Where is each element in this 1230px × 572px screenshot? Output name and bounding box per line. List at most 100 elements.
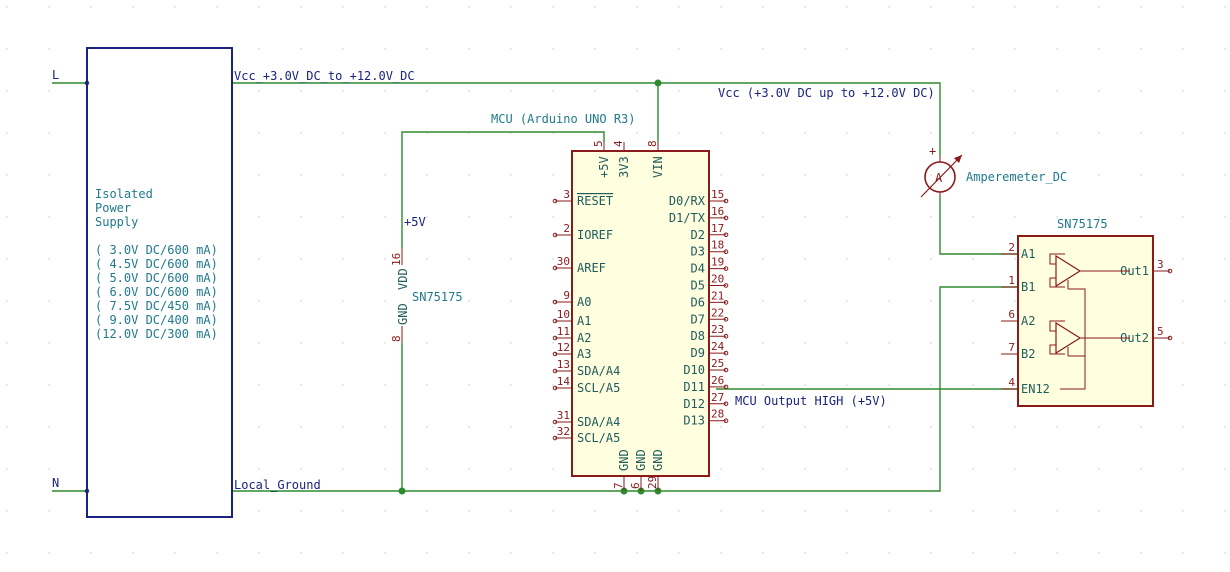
mcu-pin-number: 29 — [646, 476, 659, 489]
grid-dot — [342, 132, 344, 134]
grid-dot — [426, 468, 428, 470]
receiver-2-in-b — [1049, 344, 1065, 355]
pin-l-label: L — [52, 68, 59, 82]
grid-dot — [468, 300, 470, 302]
grid-dot — [468, 216, 470, 218]
mcu-pin-name: D9 — [691, 346, 705, 360]
ammeter: A + Amperemeter_DC — [920, 144, 1067, 198]
grid-dot — [1182, 90, 1184, 92]
mcu-ref: MCU (Arduino UNO R3) — [491, 112, 636, 126]
grid-dot — [1182, 300, 1184, 302]
grid-dot — [1056, 90, 1058, 92]
grid-dot — [720, 510, 722, 512]
grid-dot — [1098, 426, 1100, 428]
grid-dot — [1014, 342, 1016, 344]
grid-dot — [1014, 426, 1016, 428]
mcu-pin-number: 23 — [711, 323, 724, 336]
grid-dot — [1014, 48, 1016, 50]
grid-dot — [216, 552, 218, 554]
grid-dot — [6, 552, 8, 554]
grid-dot — [384, 300, 386, 302]
grid-dot — [594, 90, 596, 92]
mcu-pin-end — [723, 333, 729, 339]
mcu-pin-name: AREF — [577, 261, 606, 275]
grid-dot — [1182, 132, 1184, 134]
grid-dot — [762, 342, 764, 344]
grid-dot — [1182, 48, 1184, 50]
grid-dot — [1014, 300, 1016, 302]
grid-dot — [48, 258, 50, 260]
mcu-pin-number: 26 — [711, 374, 724, 387]
power-supply-line: ( 9.0V DC/400 mA) — [95, 313, 218, 327]
grid-dot — [510, 48, 512, 50]
junction-vin — [654, 79, 662, 87]
grid-dot — [720, 258, 722, 260]
grid-dot — [426, 510, 428, 512]
mcu-pin-number: 4 — [612, 140, 625, 147]
mcu-pin-name: D8 — [691, 329, 705, 343]
grid-dot — [1056, 6, 1058, 8]
grid-dot — [468, 6, 470, 8]
grid-dot — [972, 258, 974, 260]
mcu-pin-name: SDA/A4 — [577, 415, 620, 429]
grid-dot — [384, 426, 386, 428]
grid-dot — [804, 510, 806, 512]
grid-dot — [342, 258, 344, 260]
grid-dot — [300, 258, 302, 260]
grid-dot — [48, 216, 50, 218]
mcu-pin-end — [723, 232, 729, 238]
ammeter-plus: + — [929, 144, 936, 158]
pin-vdd-name: VDD — [396, 268, 410, 290]
grid-dot — [48, 342, 50, 344]
sn-pin-name: Out1 — [1120, 264, 1149, 278]
receiver-2-in-a — [1049, 320, 1065, 332]
grid-dot — [762, 510, 764, 512]
grid-dot — [804, 6, 806, 8]
mcu-pin-name: D6 — [691, 295, 705, 309]
junction-gnd-sn — [398, 487, 406, 495]
sn-pin-number: 2 — [1008, 241, 1015, 254]
grid-dot — [258, 258, 260, 260]
grid-dot — [1224, 6, 1226, 8]
grid-dot — [1098, 90, 1100, 92]
grid-dot — [342, 6, 344, 8]
grid-dot — [846, 6, 848, 8]
grid-dot — [930, 426, 932, 428]
power-supply-line: Supply — [95, 215, 138, 229]
grid-dot — [930, 6, 932, 8]
grid-dot — [258, 300, 260, 302]
grid-dot — [342, 300, 344, 302]
grid-dot — [216, 6, 218, 8]
grid-dot — [48, 426, 50, 428]
grid-dot — [636, 132, 638, 134]
grid-dot — [468, 426, 470, 428]
grid-dot — [384, 90, 386, 92]
mcu-pin-name: D4 — [691, 262, 705, 276]
grid-dot — [6, 258, 8, 260]
grid-dot — [1140, 552, 1142, 554]
mcu-pin-number: 20 — [711, 273, 724, 286]
grid-dot — [720, 132, 722, 134]
grid-dot — [300, 132, 302, 134]
ground-net-label: Local_Ground — [234, 478, 321, 492]
grid-dot — [888, 384, 890, 386]
grid-dot — [972, 468, 974, 470]
mcu-pin-end — [552, 419, 558, 425]
grid-dot — [6, 510, 8, 512]
grid-dot — [762, 258, 764, 260]
grid-dot — [1140, 426, 1142, 428]
grid-dot — [1014, 258, 1016, 260]
sn-pin-number: 3 — [1157, 258, 1164, 271]
grid-dot — [972, 90, 974, 92]
sn-pin-name: Out2 — [1120, 331, 1149, 345]
mcu-pin-name: GND — [651, 449, 665, 471]
grid-dot — [258, 132, 260, 134]
grid-dot — [300, 384, 302, 386]
sn-pin-name: B2 — [1021, 347, 1035, 361]
grid-dot — [678, 48, 680, 50]
mcu-pin-number: 5 — [592, 140, 605, 147]
mcu-pin-number: 25 — [711, 357, 724, 370]
grid-dot — [846, 552, 848, 554]
mcu-pin-end — [552, 385, 558, 391]
